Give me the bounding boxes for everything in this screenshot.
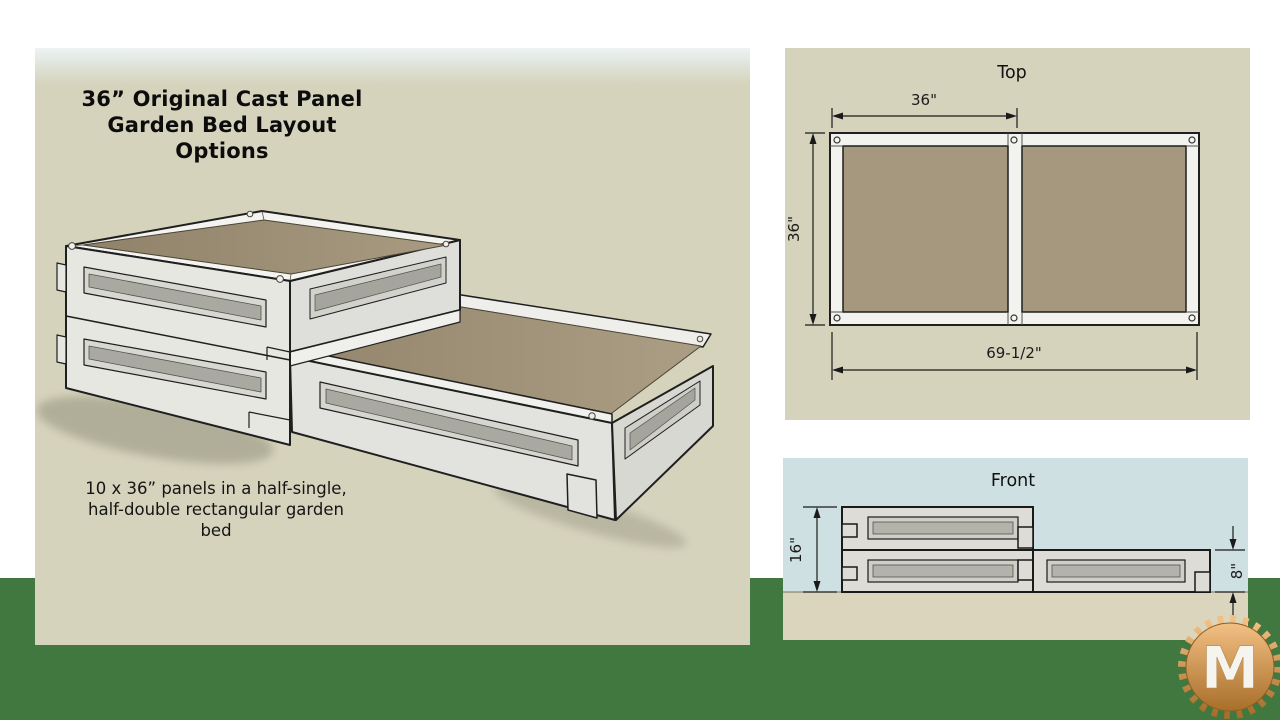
panel-header-gradient [35, 48, 750, 84]
dimension-stack-height-label: 16" [787, 537, 805, 563]
single-bed-front-window-recess [325, 388, 573, 461]
dimension-panel-width: 36" [831, 91, 1018, 128]
dimension-single-height-label: 8" [1228, 563, 1246, 579]
front-view-diagram: Front [783, 471, 1248, 640]
top-view-corner-pins [833, 136, 1196, 322]
stacked-bed-upper-window-recess [88, 273, 262, 321]
page-title-line2: Garden Bed Layout [107, 113, 337, 137]
stacked-bed-pin-west [68, 242, 76, 250]
top-view-diagram: Top 36" 36" [785, 63, 1200, 380]
dimension-single-height: 8" [1215, 526, 1246, 616]
page-title-line1: 36” Original Cast Panel [81, 87, 363, 111]
page-title-line3: Options [175, 139, 269, 163]
single-bed-pin-back [696, 335, 704, 343]
caption-line2: half-double rectangular garden [88, 500, 344, 519]
stacked-bed-pin-north [246, 210, 254, 218]
front-single-window-recess [1051, 564, 1181, 578]
front-view-title: Front [991, 471, 1035, 491]
front-view-stacked-bed [841, 506, 1034, 593]
dimension-panel-width-label: 36" [911, 91, 937, 109]
logo-letter: M [1201, 634, 1259, 702]
single-bed-pin-front [588, 412, 596, 420]
dimension-total-width: 69-1/2" [831, 332, 1198, 380]
stacked-bed-pin-east [442, 240, 450, 248]
stacked-bed-left-tab-lower [56, 334, 67, 365]
illustration-caption: 10 x 36” panels in a half-single, half-d… [35, 478, 397, 541]
dimension-total-width-label: 69-1/2" [986, 344, 1042, 362]
front-single-bed-notch [1194, 571, 1211, 593]
stacked-bed-panel-seam [65, 315, 291, 361]
dimension-panel-height-label: 36" [785, 216, 803, 242]
top-view-left-square-soil [842, 145, 1009, 313]
caption-line3: bed [200, 521, 232, 540]
stacked-bed-3d [56, 210, 461, 446]
top-view-title: Top [996, 63, 1027, 83]
sawblade-gear-icon [1178, 615, 1280, 719]
top-view-right-square-soil [1021, 145, 1187, 313]
top-view-panel: Top 36" 36" [785, 48, 1250, 420]
stacked-bed-pin-south [276, 275, 284, 283]
top-view-panel-seams [830, 133, 1199, 325]
single-bed-interlock-notch [566, 473, 598, 519]
dimension-stack-height: 16" [787, 506, 837, 593]
slide-left-panel: 36” Original Cast Panel Garden Bed Layou… [35, 48, 750, 645]
stacked-bed-lower-window-recess [88, 345, 262, 393]
stacked-bed-interlock-lines [248, 346, 291, 428]
top-view-frame [829, 132, 1200, 326]
front-view-ground [783, 592, 1248, 640]
front-lower-window-recess [872, 564, 1014, 578]
page-title: 36” Original Cast Panel Garden Bed Layou… [39, 86, 405, 164]
logo-watermark: M [1176, 614, 1280, 720]
caption-line1: 10 x 36” panels in a half-single, [85, 479, 347, 498]
front-view-single-bed [1032, 549, 1211, 593]
dimension-panel-height: 36" [785, 132, 825, 326]
single-bed-end-window-recess [629, 387, 696, 451]
front-view-panel: Front [783, 458, 1248, 640]
stacked-bed-right-window-recess [314, 263, 442, 312]
garden-bed-3d-illustration [36, 210, 714, 548]
single-bed-3d [284, 293, 714, 521]
front-upper-window-recess [872, 521, 1014, 535]
stacked-bed-left-tab-upper [56, 262, 67, 293]
